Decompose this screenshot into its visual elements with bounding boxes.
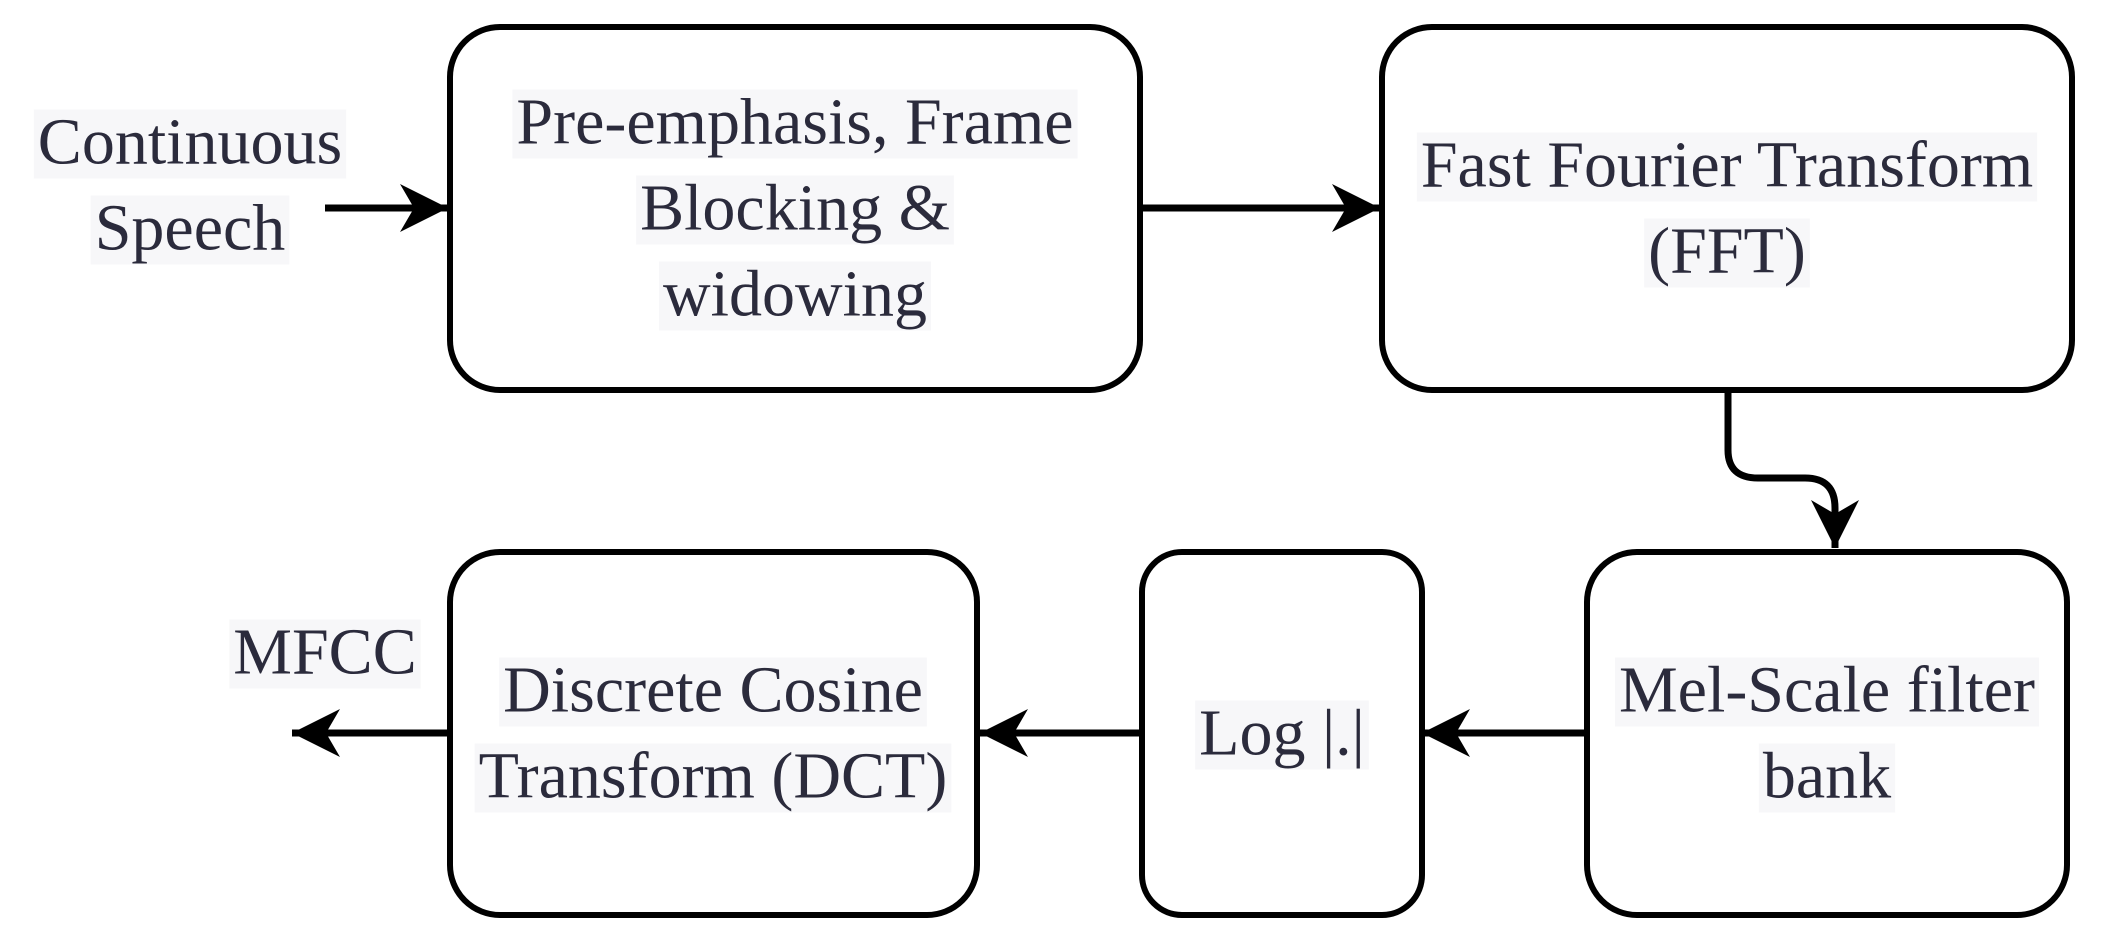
fft-label-line: Fast Fourier Transform — [1421, 129, 2033, 202]
dct-label-line: Discrete Cosine — [503, 654, 923, 727]
fft-label-bg — [1644, 218, 1810, 288]
log-label: Log |.| — [1195, 697, 1369, 770]
log-label-bg — [1195, 700, 1369, 770]
edge-fft-to-mel — [1724, 393, 1859, 548]
fft-box — [1379, 24, 2075, 393]
output-label-line: MFCC — [233, 616, 416, 689]
preprocess-label-line: Blocking & — [640, 172, 950, 245]
output-label-bg — [229, 619, 421, 689]
mel-label: Mel-Scale filter bank — [1615, 654, 2040, 813]
mel-label-bg — [1758, 743, 1896, 813]
mel-label-bg — [1615, 657, 2040, 727]
output-label: MFCC — [229, 616, 421, 689]
preprocess-label-bg — [512, 89, 1078, 159]
dct-label-line: Transform (DCT) — [479, 740, 948, 813]
input-label-line: Continuous — [38, 106, 342, 179]
mel-label-line: bank — [1763, 740, 1891, 813]
edges — [292, 184, 1859, 757]
log-label-line: Log |.| — [1199, 697, 1365, 770]
preprocess-label-line: widowing — [663, 258, 927, 331]
preprocess-label-bg — [636, 175, 954, 245]
preprocess-label-bg — [659, 261, 931, 331]
fft-label-line: (FFT) — [1648, 215, 1806, 288]
input-label-bg — [33, 109, 347, 179]
fft-label-bg — [1416, 132, 2038, 202]
mel-box — [1584, 549, 2070, 918]
fft-label: Fast Fourier Transform (FFT) — [1416, 129, 2038, 288]
mel-label-line: Mel-Scale filter — [1619, 654, 2035, 727]
dct-box — [447, 549, 980, 918]
input-label-bg — [90, 195, 290, 265]
dct-label-bg — [474, 743, 952, 813]
preprocess-label-line: Pre-emphasis, Frame — [516, 86, 1073, 159]
input-label-line: Speech — [95, 192, 286, 265]
dct-label-bg — [499, 657, 927, 727]
